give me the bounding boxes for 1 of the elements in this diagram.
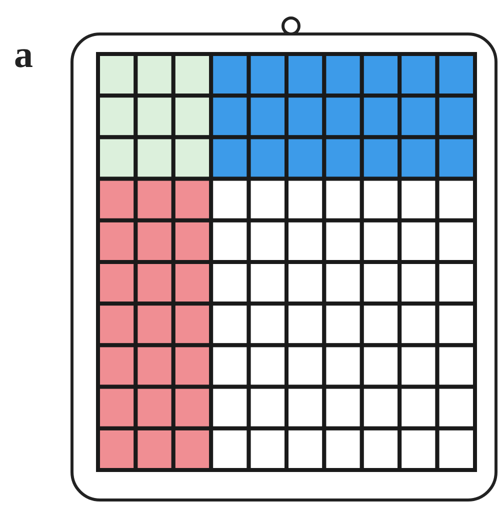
- panel-letter: a: [14, 36, 33, 74]
